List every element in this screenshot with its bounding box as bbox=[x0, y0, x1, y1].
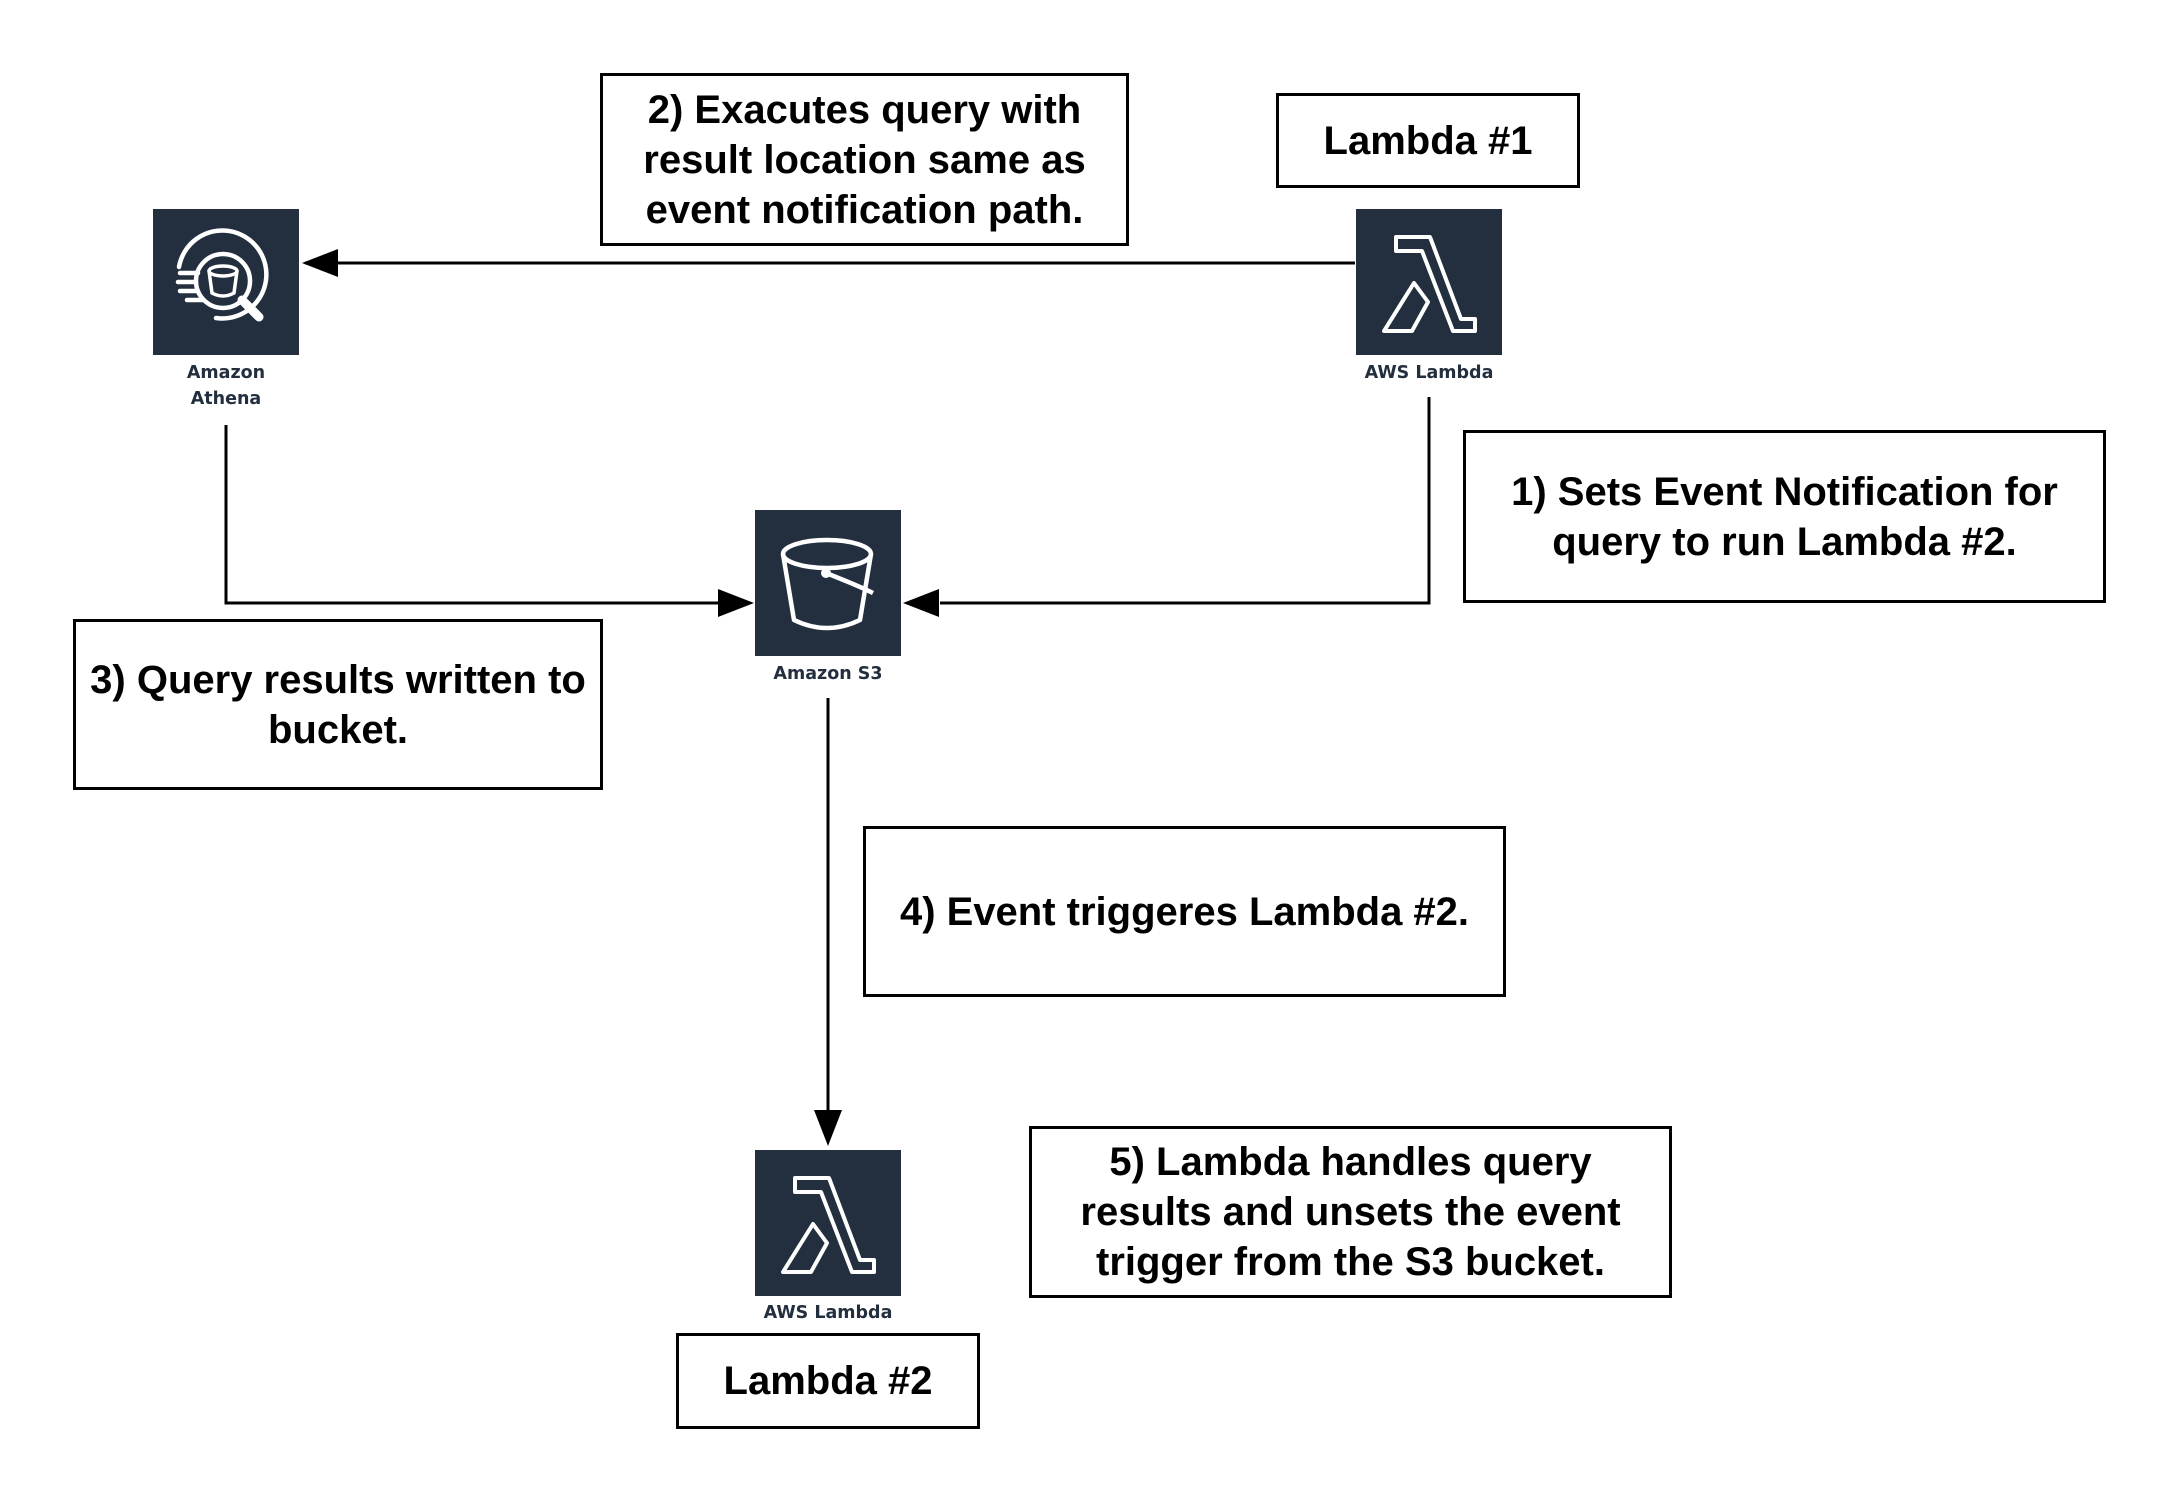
lambda-icon bbox=[1382, 235, 1477, 333]
lambda2-title-box: Lambda #2 bbox=[676, 1333, 980, 1429]
step4-text: 4) Event triggeres Lambda #2. bbox=[899, 889, 1470, 934]
athena-service bbox=[153, 209, 299, 355]
lambda-icon bbox=[781, 1176, 876, 1274]
arrowhead-s3-right bbox=[903, 589, 939, 617]
step5-text: 5) Lambda handles query results and unse… bbox=[1080, 1140, 1621, 1284]
athena-icon bbox=[175, 228, 269, 322]
s3-bucket-icon bbox=[780, 537, 875, 631]
lambda2-service bbox=[755, 1150, 901, 1296]
lambda1-service bbox=[1356, 209, 1502, 355]
step4-caption: 4) Event triggeres Lambda #2. bbox=[863, 826, 1506, 997]
lambda2-label: AWS Lambda bbox=[763, 1303, 893, 1323]
arrowhead-lambda2 bbox=[814, 1110, 842, 1146]
arrow-athena-to-s3 bbox=[224, 425, 720, 605]
athena-label-line1: Amazon bbox=[186, 363, 266, 383]
arrowhead-s3-left bbox=[718, 589, 754, 617]
lambda1-title-box: Lambda #1 bbox=[1276, 93, 1580, 188]
lambda2-title: Lambda #2 bbox=[723, 1359, 933, 1403]
step1-caption: 1) Sets Event Notification for query to … bbox=[1463, 430, 2106, 603]
step2-text: 2) Exacutes query with result location s… bbox=[643, 87, 1086, 232]
step5-caption: 5) Lambda handles query results and unse… bbox=[1029, 1126, 1672, 1298]
athena-label-line2: Athena bbox=[190, 389, 262, 409]
athena-label: Amazon Athena bbox=[106, 360, 346, 412]
step3-caption: 3) Query results written to bucket. bbox=[73, 619, 603, 790]
step3-text: 3) Query results written to bucket. bbox=[90, 657, 586, 752]
lambda1-title: Lambda #1 bbox=[1323, 118, 1533, 163]
arrow-lambda1-to-s3 bbox=[940, 397, 1431, 605]
step2-caption: 2) Exacutes query with result location s… bbox=[600, 73, 1129, 246]
s3-service bbox=[755, 510, 901, 656]
s3-label: Amazon S3 bbox=[773, 664, 883, 684]
step1-text: 1) Sets Event Notification for query to … bbox=[1511, 469, 2058, 564]
lambda1-label: AWS Lambda bbox=[1364, 363, 1494, 383]
arrowhead-athena bbox=[302, 249, 338, 277]
